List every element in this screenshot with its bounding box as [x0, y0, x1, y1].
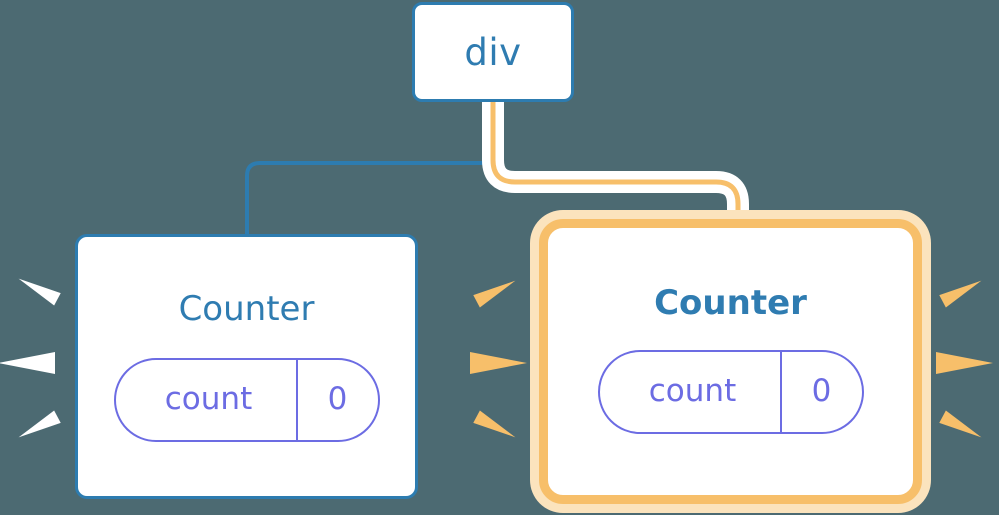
sparkle-burst-left: [0, 272, 61, 450]
node-div-label: div: [464, 30, 522, 74]
counter-right-state-pill: count 0: [597, 349, 864, 434]
sparkle-ray-down-icon: [15, 410, 61, 444]
sparkle-ray-up-icon: [473, 274, 519, 308]
counter-left-state-value: 0: [295, 359, 378, 440]
sparkle-ray-down-icon: [939, 410, 985, 444]
sparkle-ray-down-icon: [473, 410, 519, 444]
sparkle-ray-mid-icon: [0, 352, 55, 374]
sparkle-burst-right: [934, 274, 996, 450]
sparkle-ray-up-icon: [15, 272, 61, 306]
sparkle-ray-up-icon: [939, 274, 985, 308]
counter-left-state-pill: count 0: [113, 357, 380, 442]
counter-right-content: Counter count 0: [548, 228, 913, 495]
edge-halo: [482, 100, 749, 232]
sparkle-burst-middle: [470, 274, 532, 450]
counter-left-content: Counter count 0: [78, 237, 415, 496]
counter-right-state-value: 0: [779, 351, 862, 432]
counter-left-title: Counter: [178, 288, 315, 329]
edge-div-to-counter-right: [490, 100, 741, 232]
sparkle-ray-mid-icon: [936, 352, 993, 374]
node-div[interactable]: div: [412, 2, 574, 102]
counter-left-state-key: count: [164, 381, 253, 417]
counter-right-state-key: count: [648, 373, 737, 409]
counter-right-title: Counter: [654, 282, 807, 323]
sparkle-ray-mid-icon: [470, 352, 527, 374]
node-counter-left[interactable]: Counter count 0: [75, 234, 418, 499]
node-counter-right[interactable]: Counter count 0: [539, 219, 922, 504]
edge-div-to-counter-left: [245, 100, 495, 236]
